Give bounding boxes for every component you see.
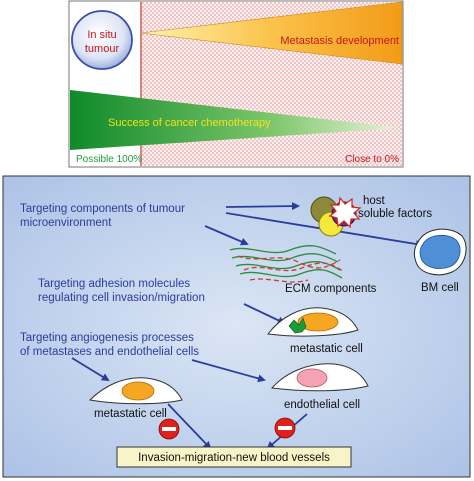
target-angio-line2: of metastases and endothelial cells (20, 346, 199, 358)
metastasis-label: Metastasis development (280, 35, 399, 47)
outcome-label: Invasion-migration-new blood vessels (138, 452, 330, 464)
arrow-to-metastatic-left (71, 357, 110, 382)
target-adhesion-line1: Targeting adhesion molecules (38, 278, 190, 290)
stop-icon-left (158, 418, 180, 440)
target-angio-line1: Targeting angiogenesis processes (20, 332, 194, 344)
in-situ-label-1: In situ (87, 29, 116, 41)
arrow-to-host (225, 202, 300, 211)
outcome-box (116, 446, 352, 468)
host-label-2: soluble factors (358, 208, 432, 220)
in-situ-label-2: tumour (85, 43, 120, 55)
host-soluble-factors-icon (310, 196, 362, 237)
arrow-to-ecm (204, 225, 249, 246)
arrow-left-to-outcome (167, 403, 212, 450)
metastatic-cell-right-label: metastatic cell (290, 343, 363, 355)
metastatic-cell-left-icon (88, 377, 183, 405)
in-situ-tumour-circle (71, 10, 133, 70)
metastatic-cell-left-label: metastatic cell (94, 408, 167, 420)
possible-100-label: Possible 100% (76, 154, 142, 165)
target-tme-line1: Targeting components of tumour (20, 203, 185, 215)
arrow-to-endothelial (191, 359, 266, 383)
bottom-panel-background (2, 175, 471, 478)
close-to-0-label: Close to 0% (345, 154, 399, 165)
bottom-panel: Targeting components of tumour microenvi… (2, 175, 471, 478)
bm-cell-label: BM cell (421, 282, 459, 294)
metastatic-cell-right-icon (267, 307, 359, 337)
chemotherapy-wedge (70, 90, 402, 150)
target-adhesion-line2: regulating cell invasion/migration (38, 292, 205, 304)
target-tme-line2: microenvironment (20, 217, 112, 229)
metastasis-wedge (140, 1, 403, 65)
stop-icon-right (274, 417, 296, 439)
bm-cell-icon (413, 228, 467, 276)
ecm-fibres-icon (229, 244, 345, 283)
endothelial-cell-label: endothelial cell (284, 399, 360, 411)
host-label-1: host (363, 195, 386, 207)
endothelial-cell-icon (271, 363, 369, 392)
arrow-to-metastatic-right (243, 303, 286, 325)
chemotherapy-label: Success of cancer chemotherapy (108, 117, 271, 129)
ecm-label: ECM components (285, 283, 377, 295)
top-panel: In situ tumour Metastasis development Su… (68, 0, 404, 168)
